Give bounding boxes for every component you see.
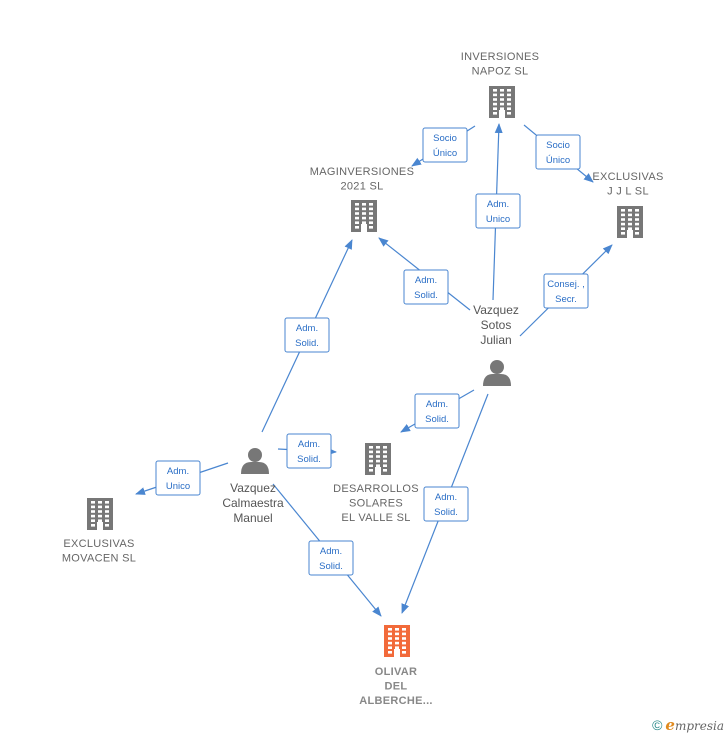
edge-label-text: Solid.	[434, 507, 458, 518]
edge-label-text: Solid.	[319, 561, 343, 572]
node-label: EXCLUSIVAS	[63, 538, 134, 550]
edge-label-text: Único	[433, 148, 457, 159]
edge-label-text: Solid.	[414, 290, 438, 301]
node-label: MAGINVERSIONES	[310, 166, 414, 178]
node-label: Julian	[480, 333, 511, 347]
node-olivar[interactable]: OLIVAR DEL ALBERCHE...	[359, 625, 433, 707]
building-icon	[365, 443, 391, 475]
edge-label-text: Adm.	[298, 439, 320, 450]
edge-label-vazquez_calmaestra-to-desarrollos[interactable]: Adm. Solid.	[286, 433, 332, 469]
edge-label-box	[403, 269, 449, 305]
edge-label-text: Adm.	[296, 323, 318, 334]
node-label: Manuel	[233, 511, 272, 525]
node-label: 2021 SL	[340, 181, 383, 193]
edge-label-text: Adm.	[320, 546, 342, 557]
node-label: EXCLUSIVAS	[592, 171, 663, 183]
brand-logo: empresia	[665, 716, 724, 734]
copyright-symbol: ©	[652, 717, 663, 733]
edge-label-box	[422, 127, 468, 163]
edge-label-box	[423, 486, 469, 522]
edge-label-box	[475, 193, 521, 229]
edge-label-text: Adm.	[415, 275, 437, 286]
node-label: EL VALLE SL	[341, 512, 410, 524]
edge-label-text: Solid.	[295, 338, 319, 349]
edge-label-vazquez_sotos-to-exclusivas_jjl[interactable]: Consej. , Secr.	[543, 273, 589, 309]
node-label: MOVACEN SL	[62, 553, 136, 565]
edge-label-text: Solid.	[425, 414, 449, 425]
edge-label-text: Adm.	[426, 399, 448, 410]
edge-label-vazquez_sotos-to-olivar[interactable]: Adm. Solid.	[423, 486, 469, 522]
edge-label-text: Consej. ,	[547, 279, 585, 290]
edge-label-box	[308, 540, 354, 576]
building-icon	[384, 625, 410, 657]
node-label: OLIVAR	[375, 666, 418, 678]
edge-label-vazquez_calmaestra-to-exclusivas_movacen[interactable]: Adm. Unico	[155, 460, 201, 496]
edge-label-text: Socio	[546, 140, 570, 151]
edge-label-box	[535, 134, 581, 170]
edge-label-vazquez_sotos-to-inversiones[interactable]: Adm. Unico	[475, 193, 521, 229]
edge-label-box	[543, 273, 589, 309]
node-exclusivas_jjl[interactable]: EXCLUSIVAS J J L SL	[592, 171, 663, 238]
edge-label-box	[286, 433, 332, 469]
node-maginversiones[interactable]: MAGINVERSIONES 2021 SL	[310, 166, 414, 232]
edge-label-box	[414, 393, 460, 429]
node-label: Vazquez	[230, 481, 276, 495]
edge-label-text: Unico	[166, 481, 190, 492]
footer-brand: © empresia	[652, 716, 724, 734]
edge-label-text: Solid.	[297, 454, 321, 465]
edge-label-text: Secr.	[555, 294, 577, 305]
node-label: NAPOZ SL	[472, 66, 529, 78]
node-label: Sotos	[481, 318, 512, 332]
node-label: SOLARES	[349, 498, 403, 510]
building-icon	[617, 206, 643, 238]
edge-label-box	[155, 460, 201, 496]
person-icon	[483, 360, 511, 386]
node-label: Calmaestra	[222, 496, 284, 510]
building-icon	[351, 200, 377, 232]
edges-layer: SocioÚnicoSocioÚnicoAdm.UnicoAdm.Solid.C…	[135, 123, 613, 617]
building-icon	[87, 498, 113, 530]
node-exclusivas_movacen[interactable]: EXCLUSIVAS MOVACEN SL	[62, 498, 136, 565]
edge-label-vazquez_sotos-to-desarrollos[interactable]: Adm. Solid.	[414, 393, 460, 429]
edge-label-text: Único	[546, 155, 570, 166]
edge-label-vazquez_calmaestra-to-olivar[interactable]: Adm. Solid.	[308, 540, 354, 576]
node-label: INVERSIONES	[461, 51, 540, 63]
node-label: J J L SL	[607, 186, 649, 198]
edge-label-box	[284, 317, 330, 353]
edge-label-text: Unico	[486, 214, 510, 225]
edge-label-vazquez_sotos-to-maginversiones[interactable]: Adm. Solid.	[403, 269, 449, 305]
node-label: DEL	[385, 681, 408, 693]
node-label: Vazquez	[473, 303, 519, 317]
node-inversiones[interactable]: INVERSIONES NAPOZ SL	[461, 51, 540, 118]
edge-label-vazquez_calmaestra-to-maginversiones[interactable]: Adm. Solid.	[284, 317, 330, 353]
edge-label-text: Adm.	[487, 199, 509, 210]
node-label: DESARROLLOS	[333, 483, 419, 495]
node-desarrollos[interactable]: DESARROLLOS SOLARES EL VALLE SL	[333, 443, 419, 524]
edge-label-text: Adm.	[167, 466, 189, 477]
building-icon	[489, 86, 515, 118]
person-icon	[241, 448, 269, 474]
node-label: ALBERCHE...	[359, 695, 433, 707]
edge-label-text: Socio	[433, 133, 457, 144]
nodes-layer: INVERSIONES NAPOZ SL MAGINVERSIONES 2021 SL…	[62, 51, 663, 707]
edge-label-text: Adm.	[435, 492, 457, 503]
